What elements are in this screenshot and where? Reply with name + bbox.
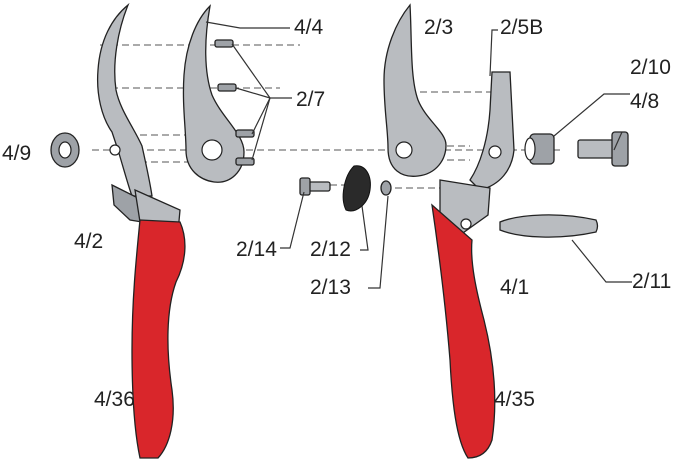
left-blade [96, 2, 153, 197]
nut-part [50, 132, 80, 168]
part-labels: 4/4 2/7 2/3 2/5B 2/10 4/8 4/9 4/2 2/14 2… [2, 16, 671, 411]
label-2-3: 2/3 [424, 16, 453, 39]
leader-lines [205, 21, 632, 289]
label-2-7: 2/7 [296, 88, 325, 111]
left-red-grip [131, 219, 186, 459]
label-4-9: 4/9 [2, 142, 31, 165]
label-2-12: 2/12 [310, 238, 351, 261]
cutting-blade-part [383, 3, 447, 177]
left-handle-neck [111, 183, 143, 223]
bolt-part [577, 131, 629, 167]
right-handle-assembly [431, 71, 515, 459]
label-2-13: 2/13 [310, 276, 351, 299]
screw-part [299, 177, 331, 196]
label-4-2: 4/2 [74, 230, 103, 253]
label-2-11: 2/11 [632, 270, 671, 293]
catch-part [342, 165, 371, 212]
label-2-5b: 2/5B [500, 16, 543, 39]
blade-plate-part [182, 4, 245, 183]
label-4-35: 4/35 [494, 388, 535, 411]
washer-part [380, 180, 392, 196]
label-4-36: 4/36 [94, 388, 135, 411]
spring-part [499, 214, 599, 238]
label-2-14: 2/14 [236, 238, 277, 261]
right-red-grip [431, 203, 496, 459]
rivets-part [214, 39, 255, 166]
bushing-part [524, 133, 555, 165]
anvil-part [469, 71, 515, 191]
right-handle-frame [439, 179, 491, 236]
label-4-8: 4/8 [630, 90, 659, 113]
label-4-4: 4/4 [294, 16, 324, 39]
label-2-10: 2/10 [630, 56, 671, 79]
label-4-1: 4/1 [500, 276, 529, 299]
left-handle-assembly [96, 2, 186, 459]
